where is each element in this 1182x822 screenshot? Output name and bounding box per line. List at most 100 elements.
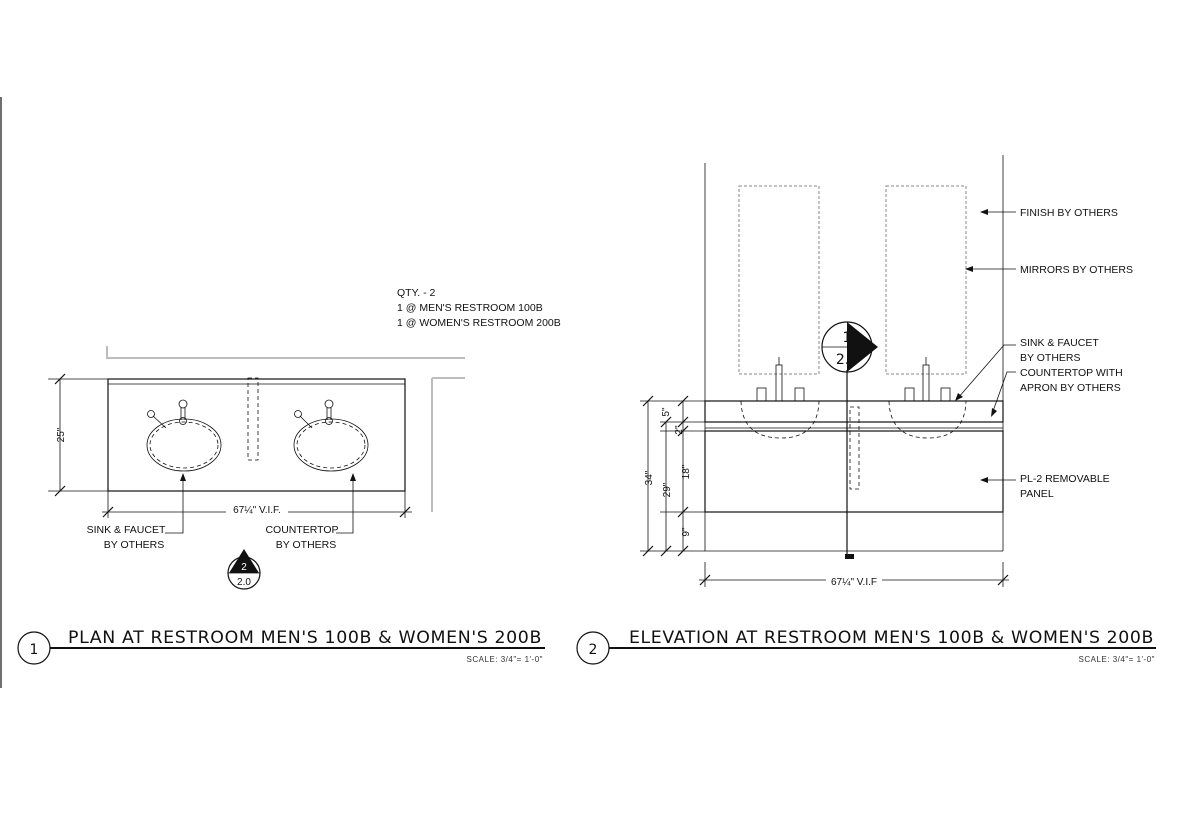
- elev-dim-chain-tick1: [677, 395, 689, 407]
- elev-dim-width-text: 67¼" V.I.F: [831, 576, 877, 588]
- elev-dim-18-text: 18": [681, 464, 692, 479]
- elev-dim-chain-tick2: [677, 416, 689, 428]
- plan-dim-depth-tick1: [54, 373, 66, 385]
- plan-drain-left: [179, 417, 187, 425]
- elev-panel: [704, 430, 1004, 513]
- elev-label-sink-1: SINK & FAUCET: [1020, 337, 1099, 349]
- elev-leader-mirrors-arrow: [965, 266, 973, 272]
- elev-faucet-left-handle2: [794, 387, 805, 402]
- elev-dim-29-text: 29": [662, 482, 673, 497]
- elev-faucet-right-handle1: [904, 387, 915, 402]
- elev-dim-width-tick2: [997, 574, 1009, 586]
- plan-leader-countertop: [336, 478, 354, 534]
- plan-label-countertop-2: BY OTHERS: [276, 539, 337, 551]
- elev-label-panel-2: PANEL: [1020, 488, 1054, 500]
- elev-dim-chain-tick4: [677, 506, 689, 518]
- elev-leader-countertop: [991, 371, 1016, 415]
- elev-label-finish: FINISH BY OTHERS: [1020, 207, 1118, 219]
- elev-leader-sink-arrow: [955, 393, 963, 401]
- elev-dim-2-text: 2": [674, 425, 685, 435]
- elev-dim-34-text: 34": [644, 470, 655, 485]
- elev-label-countertop-2: APRON BY OTHERS: [1020, 382, 1121, 394]
- elev-label-panel-1: PL-2 REMOVABLE: [1020, 473, 1110, 485]
- plan-label-sink-1: SINK & FAUCET: [87, 524, 166, 536]
- plan-sink-right-inner: [296, 421, 366, 469]
- plan-sink-left-inner: [149, 421, 219, 469]
- elev-sink-right: [888, 400, 967, 439]
- elev-leader-finish-arrow: [980, 209, 988, 215]
- plan-detail-number: 1: [30, 642, 39, 658]
- elev-label-sink-2: BY OTHERS: [1020, 352, 1081, 364]
- plan-scale: SCALE: 3/4"= 1'-0": [467, 655, 543, 664]
- elev-dim-width-tick1: [699, 574, 711, 586]
- elev-leader-countertop-arrow: [991, 408, 997, 417]
- plan-qty-line-1: QTY. - 2: [397, 287, 435, 299]
- plan-qty-line-2: 1 @ MEN'S RESTROOM 100B: [397, 302, 543, 314]
- plan-center-divider: [247, 377, 259, 461]
- elev-section-marker[interactable]: 1 2.1: [821, 321, 878, 373]
- elev-dim-5-text: 5": [661, 407, 672, 417]
- elev-faucet-left: [756, 357, 805, 402]
- plan-drain-right: [325, 417, 333, 425]
- elev-label-countertop-1: COUNTERTOP WITH: [1020, 367, 1123, 379]
- plan-section-marker-arrow: [229, 549, 259, 573]
- plan-view: 25" 67¼" V.I.F. QTY. - 2 1 @ MEN'S RESTR…: [17, 287, 561, 665]
- elev-faucet-right-handle2: [940, 387, 951, 402]
- elev-dim-34-tick2: [642, 545, 654, 557]
- plan-label-countertop-1: COUNTERTOP: [265, 524, 338, 536]
- plan-sink-left: [146, 418, 222, 472]
- elev-faucet-left-handle1: [756, 387, 767, 402]
- plan-dim-width-tick2: [399, 506, 411, 518]
- plan-faucet-left: [178, 399, 188, 409]
- elev-dimensions-vertical: 34" 29" 5" 2" 18" 9": [640, 395, 705, 557]
- plan-wall-back: [106, 346, 465, 359]
- elev-mirror-right: [885, 185, 967, 375]
- plan-section-marker[interactable]: 2 2.0: [227, 549, 261, 590]
- plan-handle-right: [294, 410, 302, 418]
- elev-dim-29-tick1: [660, 416, 672, 428]
- elev-faucet-left-spout: [775, 364, 783, 402]
- elev-section-cut-end: [845, 554, 854, 559]
- plan-section-marker-top: 2: [241, 562, 247, 573]
- elev-countertop: [704, 400, 1004, 423]
- plan-dim-depth-tick2: [54, 485, 66, 497]
- elev-section-marker-bottom: 2.1: [836, 352, 858, 368]
- elev-center-divider: [849, 406, 860, 490]
- elev-faucet-right-spout: [922, 364, 930, 402]
- plan-faucet-right: [324, 399, 334, 409]
- elev-section-marker-top: 1: [843, 330, 852, 346]
- plan-handle-left-stem: [152, 415, 167, 429]
- elev-faucet-right: [904, 357, 951, 402]
- elev-dim-width-bg: [826, 570, 882, 584]
- elev-dim-9-text: 9": [681, 527, 692, 537]
- elev-dim-chain-tick3: [677, 425, 689, 437]
- plan-title: PLAN AT RESTROOM MEN'S 100B & WOMEN'S 20…: [68, 628, 542, 648]
- elev-detail-number: 2: [589, 642, 598, 658]
- plan-leader-sink: [165, 478, 184, 534]
- elev-mirror-left: [738, 185, 820, 375]
- plan-leader-sink-arrow: [180, 473, 186, 481]
- plan-handle-left: [147, 410, 155, 418]
- elev-leader-sink: [957, 344, 1016, 399]
- plan-countertop: [107, 378, 406, 492]
- plan-handle-right-stem: [299, 415, 313, 429]
- plan-dim-width-text: 67¼" V.I.F.: [233, 504, 281, 516]
- elev-dim-chain-tick5: [677, 545, 689, 557]
- plan-dim-depth-text: 25": [56, 427, 67, 442]
- plan-section-marker-bottom: 2.0: [237, 577, 251, 588]
- elev-title: ELEVATION AT RESTROOM MEN'S 100B & WOMEN…: [629, 628, 1154, 648]
- elev-dim-34-tick1: [642, 395, 654, 407]
- plan-leader-countertop-arrow: [350, 473, 356, 481]
- plan-dim-width-tick1: [102, 506, 114, 518]
- plan-qty-line-3: 1 @ WOMEN'S RESTROOM 200B: [397, 317, 561, 329]
- elev-scale: SCALE: 3/4"= 1'-0": [1079, 655, 1155, 664]
- plan-label-sink-2: BY OTHERS: [104, 539, 165, 551]
- elev-label-mirrors: MIRRORS BY OTHERS: [1020, 264, 1133, 276]
- elev-dim-29-tick2: [660, 545, 672, 557]
- elevation-view: 1 2.1 FINISH BY OTHERS MIRRORS BY OTHERS…: [576, 155, 1156, 665]
- plan-dim-width-bg: [226, 501, 288, 515]
- elev-sink-left: [740, 400, 820, 439]
- plan-sink-right: [293, 418, 369, 472]
- elev-leader-panel-arrow: [980, 477, 988, 483]
